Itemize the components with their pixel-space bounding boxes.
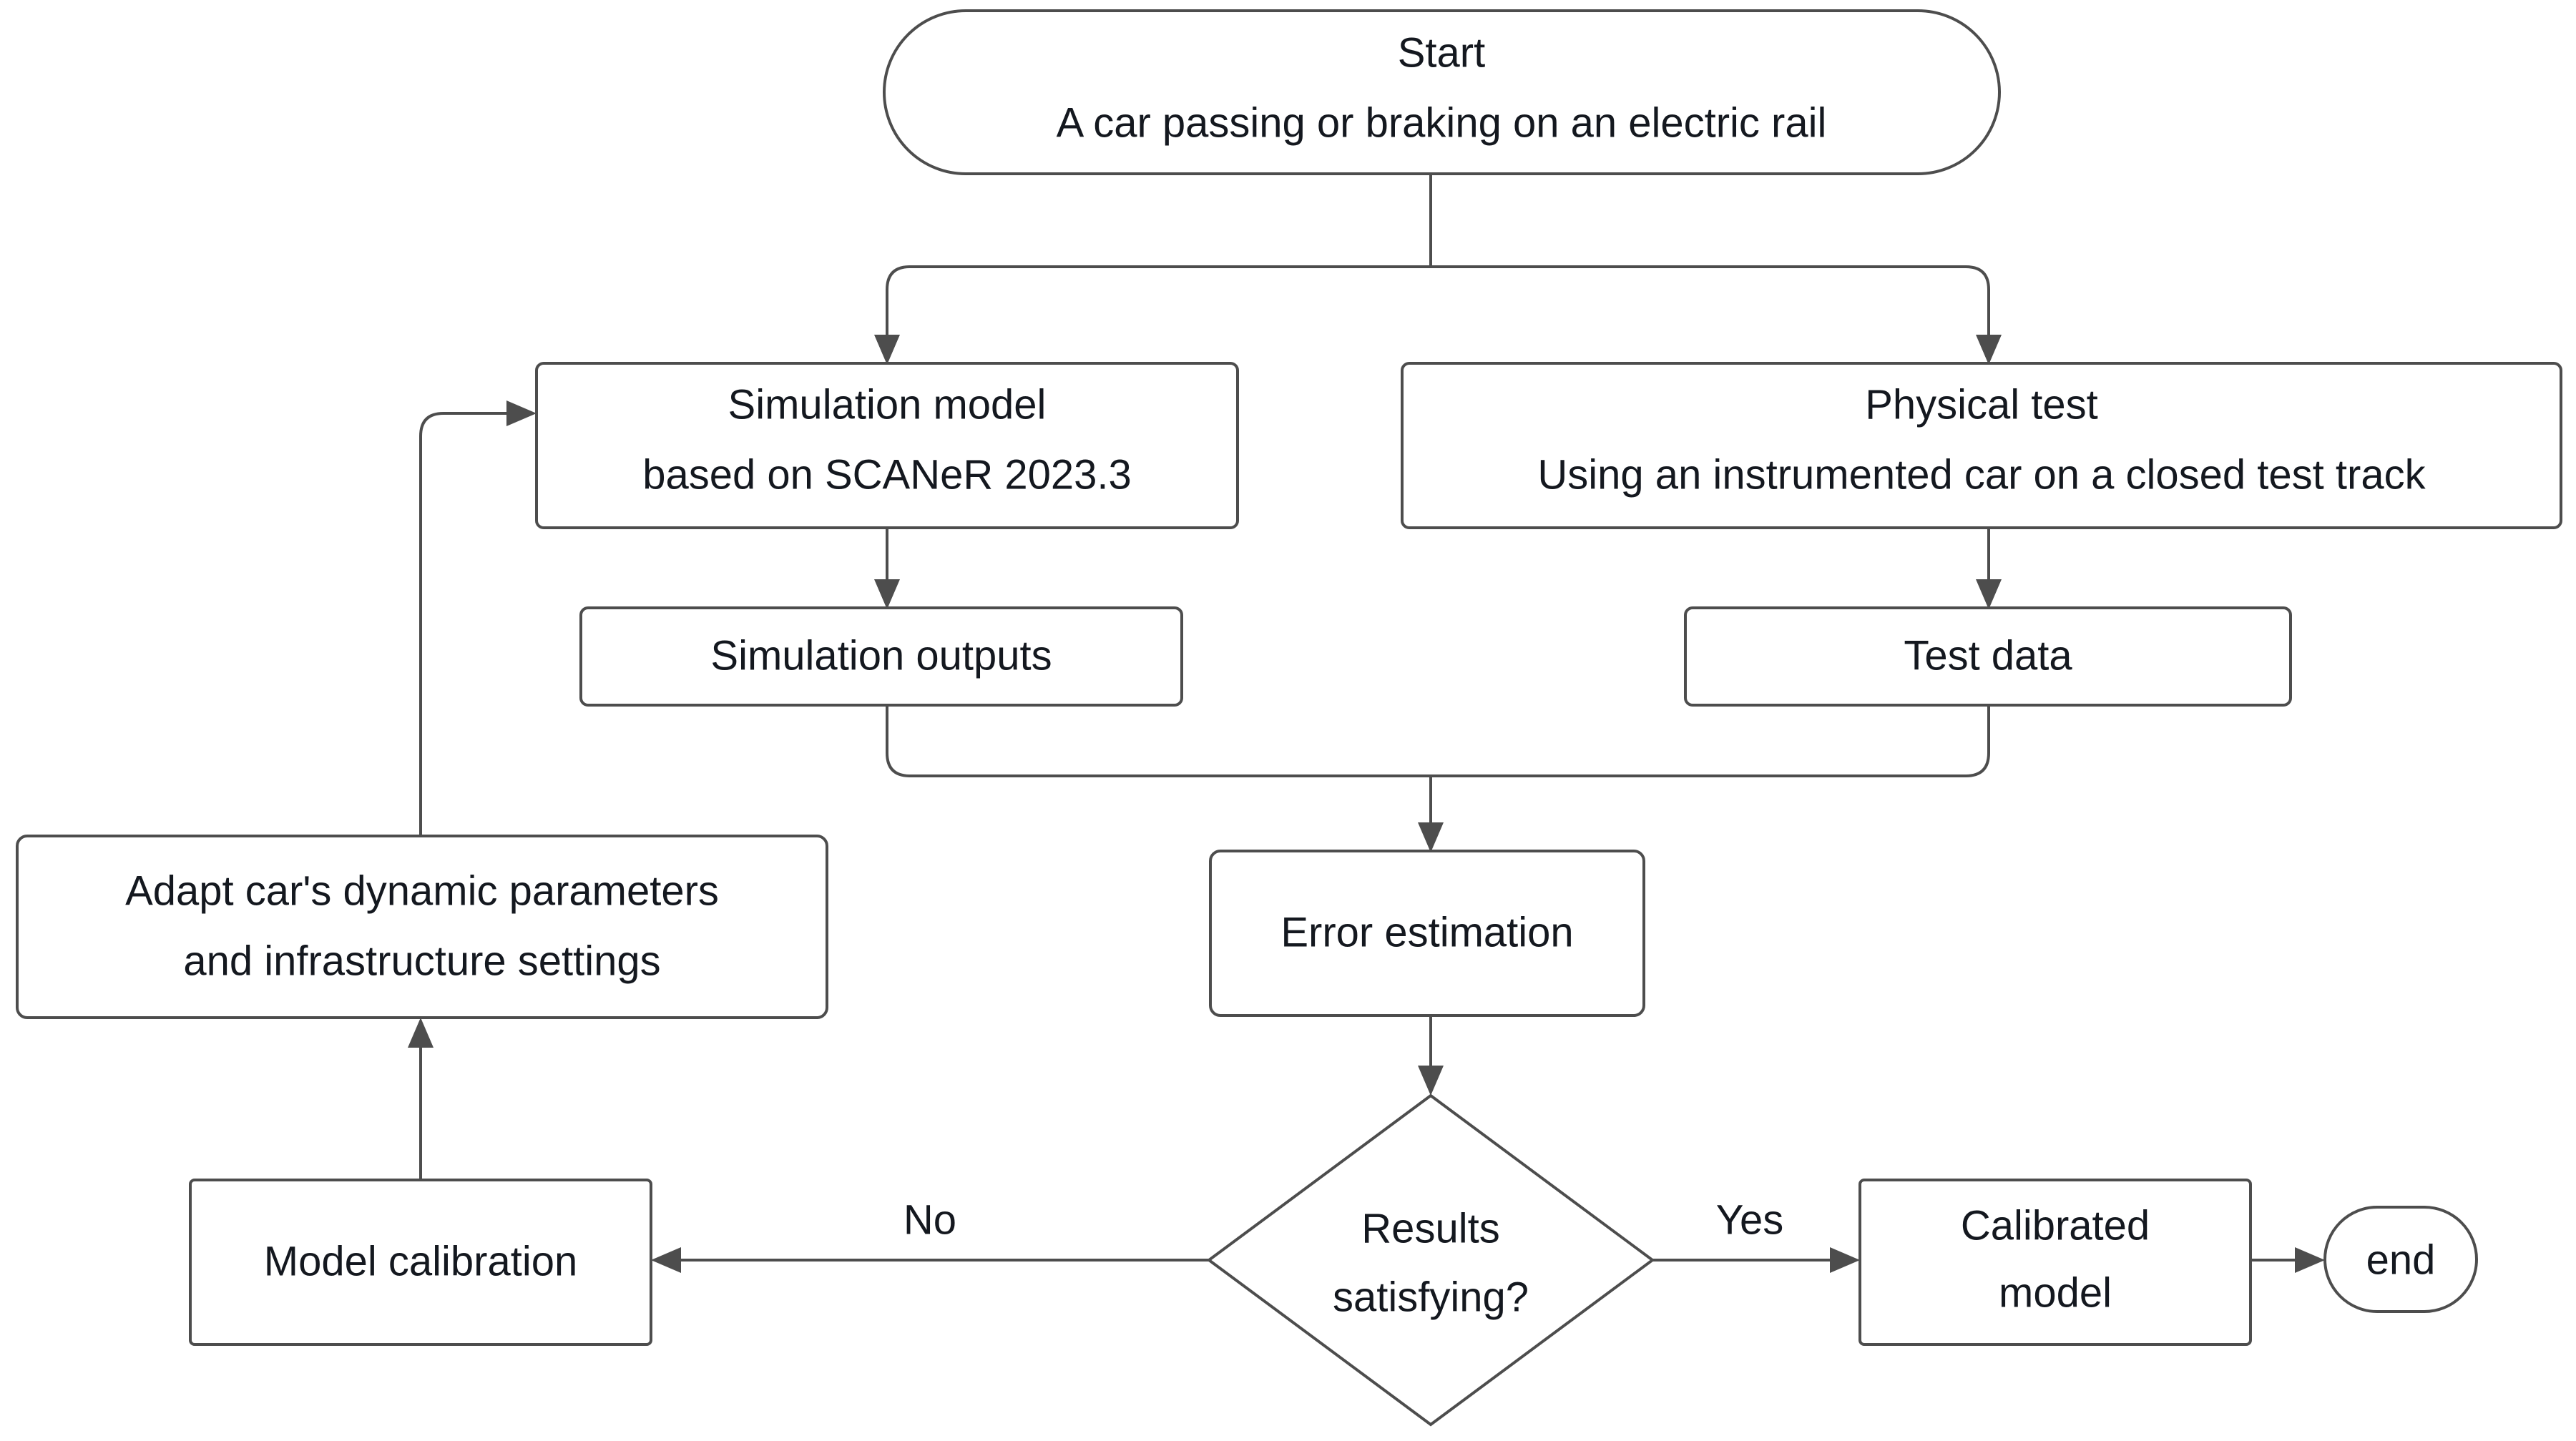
arrowhead-to-decision xyxy=(1418,1066,1444,1096)
test-data-shape xyxy=(1684,606,2292,707)
node-simulation-outputs[interactable]: Simulation outputs xyxy=(579,606,1183,707)
node-test-data[interactable]: Test data xyxy=(1684,606,2292,707)
physical-test-shape xyxy=(1401,362,2562,529)
arrowhead-feedback-to-simulation-model xyxy=(506,400,537,426)
simulation-model-label-line2: based on SCANeR 2023.3 xyxy=(642,451,1132,498)
arrowhead-to-error-estimation xyxy=(1418,822,1444,852)
simulation-outputs-label: Simulation outputs xyxy=(710,632,1052,679)
model-calibration-shape xyxy=(189,1179,652,1346)
arrowhead-to-model-calibration xyxy=(651,1247,681,1273)
arrowhead-to-physical-test xyxy=(1976,335,2002,365)
arrowhead-to-test-data xyxy=(1976,579,2002,609)
node-calibrated-model[interactable]: Calibrated model xyxy=(1858,1179,2252,1346)
start-shape xyxy=(883,9,2001,175)
start-label-line2: A car passing or braking on an electric … xyxy=(1057,99,1827,146)
node-error-estimation[interactable]: Error estimation xyxy=(1209,850,1645,1017)
edge-fork-to-physical-test xyxy=(1431,265,1990,350)
error-estimation-shape xyxy=(1209,850,1645,1017)
node-simulation-model[interactable]: Simulation model based on SCANeR 2023.3 xyxy=(535,362,1239,529)
model-calibration-label: Model calibration xyxy=(264,1238,577,1284)
test-data-label: Test data xyxy=(1904,632,2072,679)
arrowhead-to-adapt-parameters xyxy=(408,1018,434,1048)
edge-fork-to-simulation-model xyxy=(886,265,1431,350)
end-shape xyxy=(2323,1206,2478,1313)
results-decision-shape xyxy=(1206,1093,1655,1427)
node-end[interactable]: end xyxy=(2323,1206,2478,1313)
node-physical-test[interactable]: Physical test Using an instrumented car … xyxy=(1401,362,2562,529)
simulation-model-shape xyxy=(535,362,1239,529)
arrowhead-to-calibrated-model xyxy=(1830,1247,1860,1273)
start-label-line1: Start xyxy=(1398,29,1486,76)
arrowhead-to-end xyxy=(2295,1247,2325,1273)
edge-test-data-to-merge xyxy=(1431,704,1990,777)
error-estimation-label: Error estimation xyxy=(1280,909,1573,955)
calibrated-model-label-line2: model xyxy=(1999,1269,2112,1316)
node-results-decision[interactable]: Results satisfying? xyxy=(1206,1093,1655,1427)
edge-label-yes: Yes xyxy=(1716,1196,1784,1243)
edge-label-no: No xyxy=(903,1196,956,1243)
arrowhead-to-simulation-model xyxy=(874,335,900,365)
node-model-calibration[interactable]: Model calibration xyxy=(189,1179,652,1346)
adapt-parameters-label-line2: and infrastructure settings xyxy=(183,938,660,984)
calibrated-model-label-line1: Calibrated xyxy=(1961,1202,2150,1249)
adapt-parameters-shape xyxy=(16,835,828,1019)
results-decision-label-line2: satisfying? xyxy=(1333,1274,1529,1320)
simulation-model-label-line1: Simulation model xyxy=(728,381,1047,428)
edge-simulation-outputs-to-merge xyxy=(886,704,1431,777)
calibrated-model-shape xyxy=(1858,1179,2252,1346)
node-adapt-parameters[interactable]: Adapt car's dynamic parameters and infra… xyxy=(16,835,828,1019)
physical-test-label-line1: Physical test xyxy=(1865,381,2098,428)
adapt-parameters-label-line1: Adapt car's dynamic parameters xyxy=(125,867,719,914)
edge-adapt-to-simulation-model-feedback xyxy=(419,412,521,836)
physical-test-label-line2: Using an instrumented car on a closed te… xyxy=(1537,451,2426,498)
node-start[interactable]: Start A car passing or braking on an ele… xyxy=(883,9,2001,175)
simulation-outputs-shape xyxy=(579,606,1183,707)
results-decision-label-line1: Results xyxy=(1361,1205,1499,1251)
arrowhead-to-simulation-outputs xyxy=(874,579,900,609)
end-label: end xyxy=(2366,1236,2436,1283)
